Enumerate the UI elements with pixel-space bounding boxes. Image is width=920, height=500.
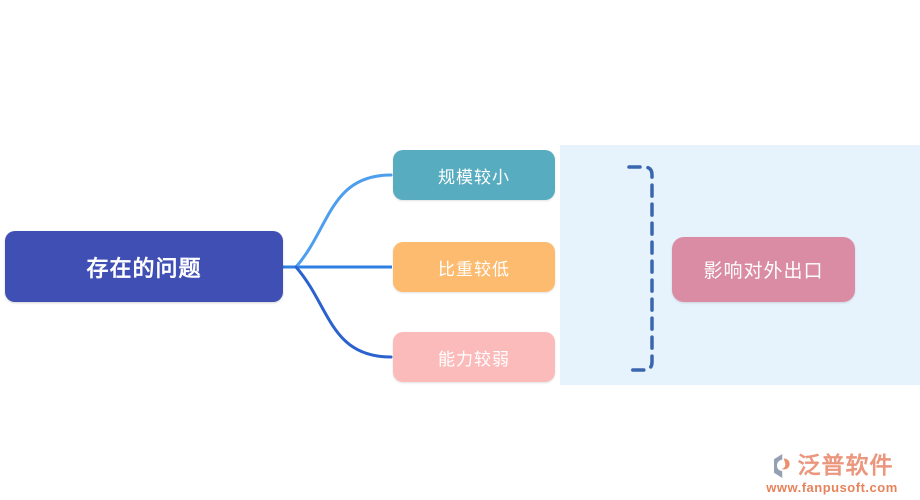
result-node-label: 影响对外出口: [703, 261, 824, 282]
root-node[interactable]: 存在的问题: [5, 231, 283, 302]
brand-url: www.fanpusoft.com: [766, 480, 898, 495]
connector-top: [294, 173, 393, 269]
fanpu-logo-icon: [771, 452, 795, 480]
branch-node-proportion[interactable]: 比重较低: [393, 242, 555, 292]
brand-watermark: 泛普软件 www.fanpusoft.com: [752, 452, 912, 495]
root-node-label: 存在的问题: [86, 255, 202, 281]
result-node[interactable]: 影响对外出口: [672, 237, 855, 302]
branch-node-label: 能力较弱: [438, 349, 510, 369]
branch-node-label: 规模较小: [438, 167, 510, 187]
brand-name: 泛普软件: [797, 452, 894, 479]
connector-bottom: [294, 265, 393, 359]
branch-node-label: 比重较低: [438, 259, 510, 279]
branch-node-capability[interactable]: 能力较弱: [393, 332, 555, 382]
branch-node-scale[interactable]: 规模较小: [393, 150, 555, 200]
